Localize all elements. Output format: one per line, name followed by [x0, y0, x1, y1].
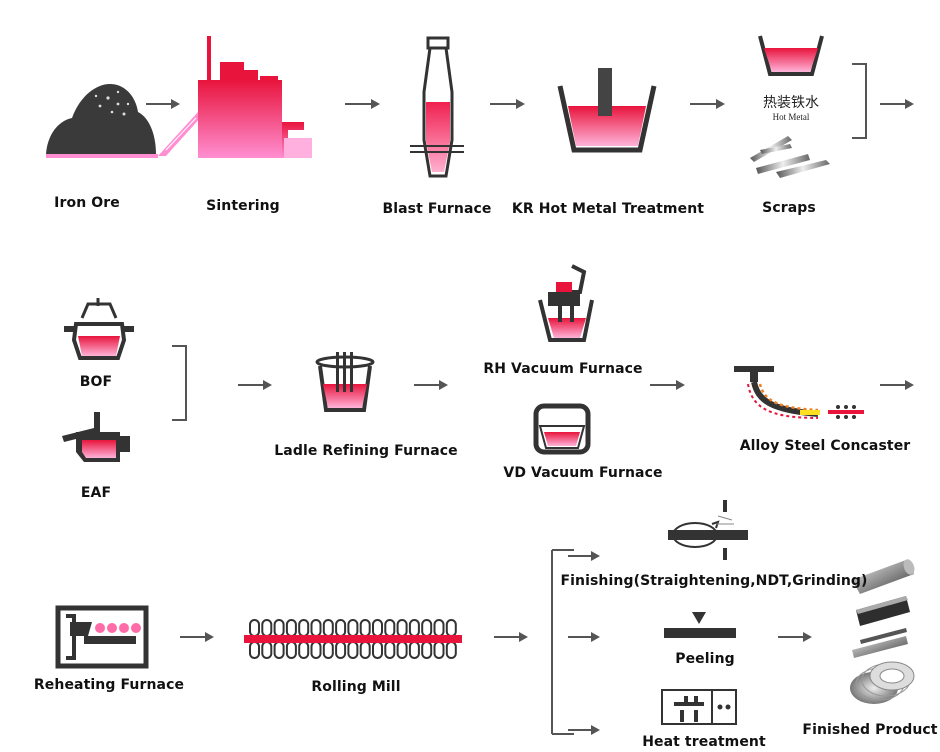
iron-ore-icon	[46, 84, 158, 158]
mill-roll	[298, 619, 310, 637]
mill-roll	[298, 641, 310, 659]
scraps-label: Scraps	[762, 200, 816, 216]
mill-roll	[285, 641, 297, 659]
mill-roll	[322, 641, 334, 659]
bof-label: BOF	[79, 374, 113, 390]
hot-metal-ladle-icon	[758, 35, 824, 76]
arrow-head	[439, 380, 448, 390]
peeling-icon	[664, 612, 736, 638]
sintering-plant-icon	[158, 36, 312, 158]
arrow-head	[516, 99, 525, 109]
ladle-refining-furnace-icon	[315, 352, 375, 412]
branch-bracket	[551, 549, 574, 735]
arrow-head	[716, 99, 725, 109]
reheating-furnace-icon	[55, 605, 149, 669]
mill-roll	[249, 619, 260, 637]
mill-roll	[335, 641, 347, 659]
mill-roll	[261, 619, 273, 637]
mill-roll	[396, 641, 408, 659]
arrow-head	[171, 99, 180, 109]
rh-vacuum-label: RH Vacuum Furnace	[483, 361, 643, 377]
mill-roll	[408, 641, 420, 659]
mill-roll	[396, 619, 408, 637]
mill-roll	[347, 641, 359, 659]
iron-ore-label: Iron Ore	[54, 195, 120, 211]
finished-product-label: Finished Product	[802, 722, 938, 738]
arrow-head	[519, 632, 528, 642]
mill-roll	[335, 619, 347, 637]
sintering-label: Sintering	[206, 198, 280, 214]
arrow-head	[591, 632, 600, 642]
concaster-icon	[734, 366, 864, 419]
arrow-head	[905, 99, 914, 109]
ladle-refining-label: Ladle Refining Furnace	[274, 443, 458, 459]
mill-roll	[408, 619, 420, 637]
rolling-mill-icon	[244, 619, 462, 659]
hot-metal-cn-label: 热装铁水	[763, 95, 819, 111]
mill-roll	[384, 619, 396, 637]
blast-furnace-icon	[410, 36, 464, 178]
rh-vacuum-furnace-icon	[538, 264, 594, 342]
mill-roll	[359, 641, 371, 659]
mill-roll	[445, 641, 457, 659]
bracket	[172, 345, 187, 421]
hot-metal-en-label: Hot Metal	[772, 112, 810, 122]
mill-roll	[347, 619, 359, 637]
mill-roll	[310, 619, 322, 637]
concaster-label: Alloy Steel Concaster	[739, 438, 911, 454]
mill-roll	[273, 619, 285, 637]
eaf-icon	[62, 412, 130, 462]
mill-roll	[372, 619, 383, 637]
mill-roll	[310, 641, 322, 659]
mill-roll	[421, 619, 433, 637]
arrow-head	[676, 380, 685, 390]
reheating-label: Reheating Furnace	[33, 677, 185, 693]
mill-roll	[433, 641, 445, 659]
bracket	[852, 63, 867, 139]
mill-roll	[249, 641, 260, 659]
kr-treatment-label: KR Hot Metal Treatment	[511, 201, 705, 217]
rolled-bar	[244, 635, 462, 643]
flow-arrows	[146, 99, 914, 735]
vd-vacuum-label: VD Vacuum Furnace	[503, 465, 663, 481]
mill-roll	[285, 619, 297, 637]
kr-treatment-icon	[557, 68, 657, 153]
arrow-head	[263, 380, 272, 390]
peeling-label: Peeling	[675, 651, 735, 667]
finished-product-icon	[850, 559, 915, 704]
arrow-head	[803, 632, 812, 642]
mill-roll	[372, 641, 383, 659]
mill-roll	[359, 619, 371, 637]
mill-roll	[421, 641, 433, 659]
vd-vacuum-furnace-icon	[533, 403, 591, 455]
heat-treatment-label: Heat treatment	[642, 734, 766, 750]
mill-roll	[445, 619, 457, 637]
mill-roll	[433, 619, 445, 637]
scraps-icon	[750, 136, 830, 178]
arrow-head	[591, 725, 600, 735]
mill-roll	[322, 619, 334, 637]
mill-roll	[384, 641, 396, 659]
mill-roll	[273, 641, 285, 659]
arrow-head	[905, 380, 914, 390]
finishing-label: Finishing(Straightening,NDT,Grinding)	[560, 573, 868, 589]
arrow-head	[371, 99, 380, 109]
arrow-head	[591, 551, 600, 561]
rolling-mill-label: Rolling Mill	[311, 679, 401, 695]
heat-treatment-icon	[661, 689, 737, 725]
blast-furnace-label: Blast Furnace	[382, 201, 492, 217]
arrow-head	[205, 632, 214, 642]
finishing-icon	[668, 500, 748, 560]
bof-icon	[64, 298, 134, 360]
mill-roll	[261, 641, 273, 659]
eaf-label: EAF	[80, 485, 112, 501]
